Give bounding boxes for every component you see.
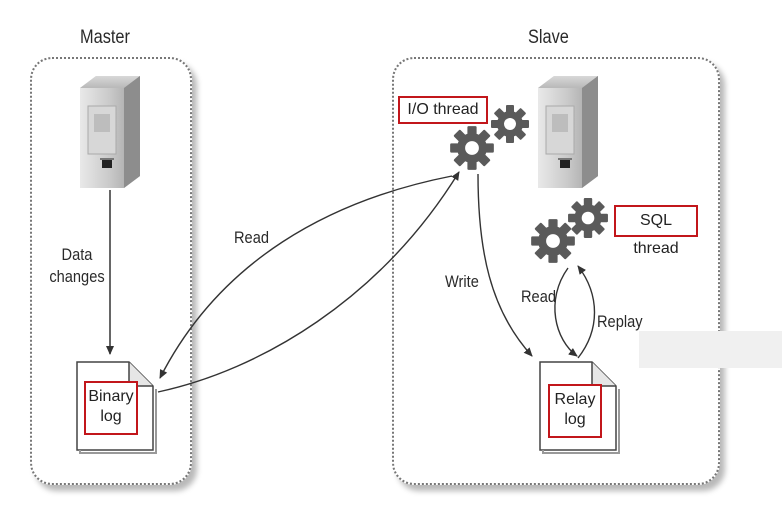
- sql-thread-label: SQL thread: [614, 205, 698, 257]
- io-read-arrow: [159, 175, 453, 379]
- io-thread-gear-large-icon: [450, 126, 494, 170]
- master-server-icon: [79, 75, 141, 189]
- sql-thread-gear-small-icon: [568, 198, 608, 238]
- io-thread-label: I/O thread: [398, 96, 488, 124]
- master-title: Master: [80, 27, 130, 48]
- read-relay-label: Read: [521, 287, 556, 306]
- slave-server-icon: [537, 75, 599, 189]
- read-binlog-label: Read: [234, 228, 269, 247]
- sql-read-relay-arrow: [554, 267, 578, 357]
- grey-overlay-bar: [639, 331, 782, 368]
- relay-log-label: Relay log: [548, 384, 602, 438]
- write-relay-arrow: [477, 173, 533, 357]
- write-label: Write: [445, 272, 479, 291]
- data-changes-label: Data changes: [49, 245, 105, 286]
- binary-log-label: Binary log: [84, 381, 138, 435]
- replay-label: Replay: [597, 312, 643, 331]
- io-fetch-arrow: [157, 171, 460, 393]
- replay-arrow: [577, 265, 596, 359]
- io-thread-gear-small-icon: [491, 105, 529, 143]
- sql-thread-gear-large-icon: [531, 219, 575, 263]
- slave-title: Slave: [528, 27, 569, 48]
